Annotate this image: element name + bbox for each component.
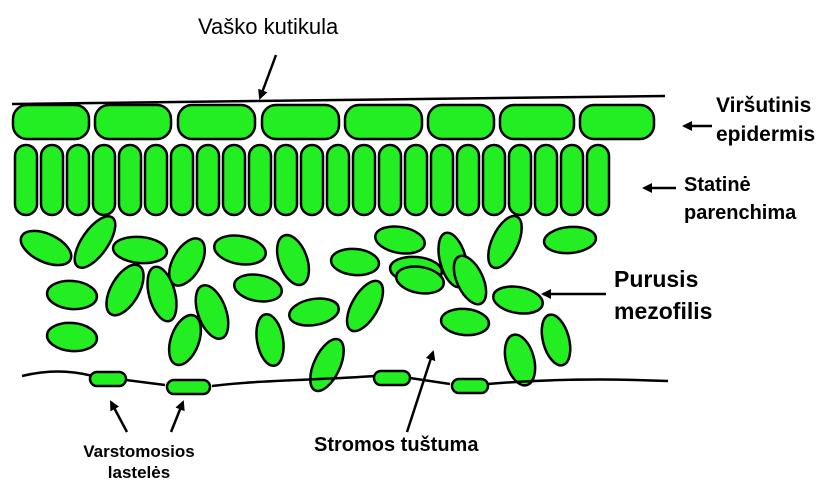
spongy-cell [99,259,151,321]
spongy-cell [253,312,288,368]
cuticle-line [12,96,665,104]
epidermis-cell [262,105,339,139]
spongy-cell [46,279,98,311]
spongy-cell [543,225,597,255]
spongy-cell [440,307,490,337]
palisade-label-line1: Statinė [684,174,751,196]
guard-cells-label-line2: lastelės [108,463,170,482]
spongy-cell [481,211,528,273]
spongy-cell [271,231,315,289]
palisade-cell [171,145,193,215]
guard-cells-label-line1: Varstomosios [83,442,195,461]
palisade-cell [119,145,141,215]
upper-epidermis-label-line2: epidermis [716,123,815,146]
palisade-cell [535,145,557,215]
palisade-cell [353,145,375,215]
spongy-cell [232,271,284,305]
palisade-cell [561,145,583,215]
air-space-arrow [407,352,433,432]
palisade-cell [145,145,167,215]
spongy-cell [491,283,545,317]
spongy-cell [303,334,350,396]
palisade-cell [327,145,349,215]
spongy-cell [330,247,380,277]
spongy-cell [16,224,77,272]
palisade-cell [431,145,453,215]
epidermis-cell [428,105,494,139]
cuticle-label: Vaško kutikula [198,14,339,39]
palisade-cell [15,145,37,215]
cuticle-arrow [260,55,276,98]
spongy-mesophyll-cells [16,210,597,396]
upper-epidermis-cells [13,105,654,139]
palisade-cell [67,145,89,215]
palisade-cell [457,145,479,215]
epidermis-cell [95,105,171,139]
palisade-cells [15,145,609,215]
upper-epidermis-label-line1: Viršutinis [716,94,811,117]
epidermis-cell [345,105,422,139]
palisade-cell [41,145,63,215]
palisade-cell [405,145,427,215]
epidermis-cell [500,105,574,139]
palisade-cell [509,145,531,215]
palisade-label-line2: parenchima [684,202,797,224]
palisade-cell [93,145,115,215]
palisade-cell [587,145,609,215]
epidermis-cell [580,105,654,139]
spongy-label-line2: mezofilis [614,298,712,324]
spongy-cell [46,321,98,353]
palisade-cell [301,145,323,215]
spongy-cell [340,275,391,336]
spongy-cell [212,232,268,269]
spongy-label-line1: Purusis [614,266,698,292]
spongy-cell [373,223,427,257]
palisade-cell [275,145,297,215]
guard-cell-arrow-right [171,402,183,432]
epidermis-cell [178,105,255,139]
guard-cell-arrow-left [111,402,127,432]
spongy-cell [112,235,168,266]
palisade-cell [197,145,219,215]
epidermis-cell [13,105,89,139]
air-space-label: Stromos tuštuma [314,434,479,456]
spongy-cell [287,295,341,329]
spongy-cell [537,312,576,369]
palisade-cell [483,145,505,215]
palisade-cell [379,145,401,215]
spongy-cell [67,210,123,274]
palisade-cell [249,145,271,215]
palisade-cell [223,145,245,215]
